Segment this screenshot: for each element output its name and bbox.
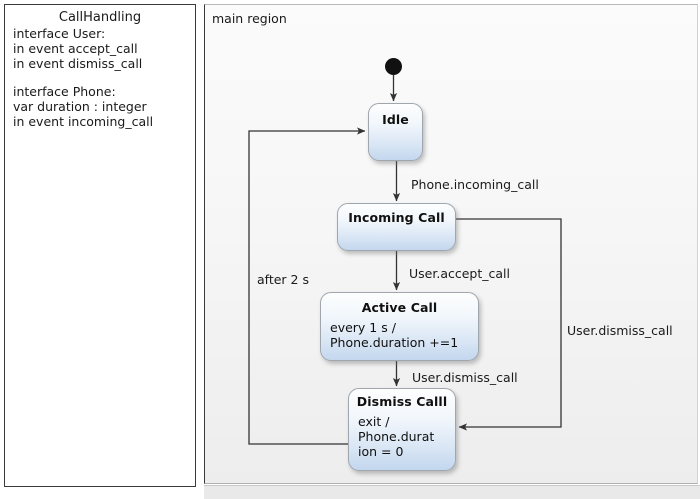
state-active-call[interactable]: Active Call every 1 s / Phone.duration +… (320, 292, 479, 361)
state-dismiss-call[interactable]: Dismiss Calll exit / Phone.durat ion = 0 (348, 388, 456, 471)
state-active-call-body: every 1 s / Phone.duration +=1 (330, 320, 459, 350)
declaration-line: in event accept_call (13, 41, 138, 56)
transition-label-user-dismiss-call-right[interactable]: User.dismiss_call (567, 323, 673, 338)
region-label: main region (212, 11, 287, 26)
state-idle-name: Idle (382, 112, 409, 127)
transition-label-user-dismiss-call[interactable]: User.dismiss_call (412, 370, 518, 385)
declaration-title: CallHandling (58, 10, 142, 25)
declaration-panel[interactable]: CallHandling interface User: in event ac… (4, 4, 196, 487)
declaration-line: in event dismiss_call (13, 56, 143, 71)
declaration-line: in event incoming_call (13, 114, 154, 129)
declaration-line: interface User: (13, 26, 106, 41)
state-incoming-call[interactable]: Incoming Call (337, 203, 456, 251)
transition-label-phone-incoming-call[interactable]: Phone.incoming_call (411, 177, 539, 192)
canvas-bottom-band (204, 485, 700, 499)
declaration-line: var duration : integer (13, 99, 147, 114)
state-dismiss-call-body: exit / Phone.durat ion = 0 (358, 414, 435, 459)
transition-label-user-accept-call[interactable]: User.accept_call (409, 266, 510, 281)
transition-label-after-2s[interactable]: after 2 s (257, 272, 309, 287)
state-idle[interactable]: Idle (368, 103, 423, 161)
state-active-call-name: Active Call (361, 300, 438, 315)
declaration-spacer (5, 71, 195, 84)
state-dismiss-call-name: Dismiss Calll (356, 394, 448, 409)
initial-state-node[interactable] (385, 58, 402, 75)
declaration-line: interface Phone: (13, 84, 116, 99)
state-incoming-call-name: Incoming Call (348, 210, 445, 225)
